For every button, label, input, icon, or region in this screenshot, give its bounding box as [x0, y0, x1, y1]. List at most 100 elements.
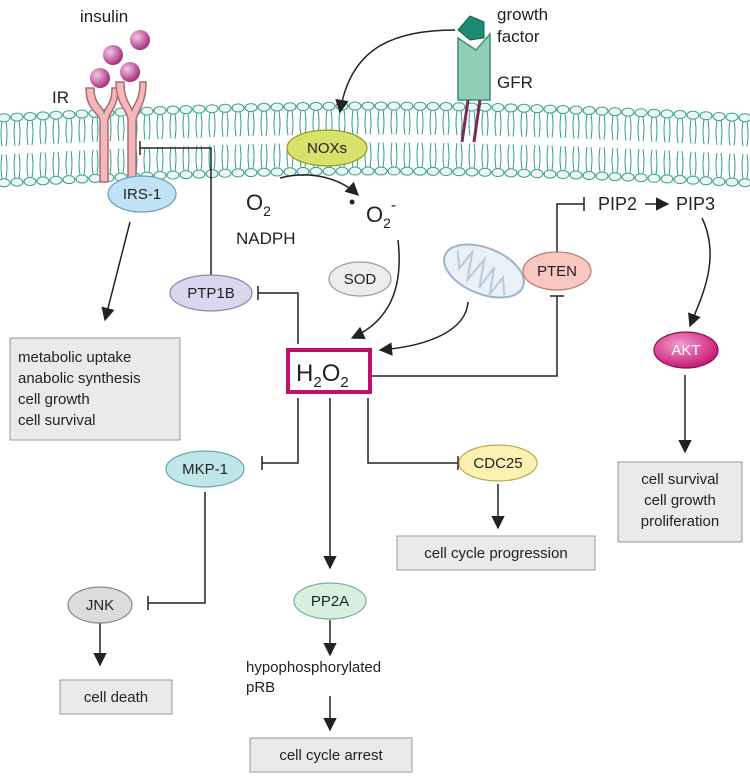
node-pten[interactable]: PTEN	[522, 251, 592, 291]
lipid-tail	[156, 146, 159, 172]
cdc25-label: CDC25	[473, 455, 522, 472]
lipid-head	[244, 103, 258, 113]
node-pp2a[interactable]: PP2A	[293, 582, 367, 620]
lipid-head	[166, 105, 180, 115]
lipid-tail	[668, 117, 671, 143]
lipid-tail	[668, 150, 671, 175]
lipid-tail	[481, 111, 484, 136]
lipid-head	[543, 104, 557, 114]
lipid-tail	[182, 113, 185, 139]
lipid-head	[192, 169, 206, 179]
lipid-tail	[226, 144, 229, 170]
lipid-head	[309, 101, 323, 111]
cell-membrane	[0, 101, 750, 188]
lipid-tail	[239, 111, 242, 137]
death-outcome-box: cell death	[59, 679, 173, 715]
lipid-tail	[676, 150, 679, 176]
growth-label: growth	[497, 5, 548, 24]
lipid-tail	[468, 110, 471, 136]
lipid-tail	[52, 119, 55, 144]
lipid-head	[660, 109, 674, 119]
lipid-tail	[525, 112, 528, 137]
lipid-head	[413, 166, 427, 176]
lipid-tail	[369, 142, 372, 168]
node-nox[interactable]: NOXs	[286, 129, 368, 167]
lipid-tail	[585, 114, 588, 140]
lipid-tail	[507, 111, 510, 137]
node-ptp1b[interactable]: PTP1B	[169, 274, 253, 312]
lipid-head	[88, 173, 102, 183]
lipid-tail	[44, 119, 47, 145]
lipid-head	[738, 178, 750, 188]
lipid-head	[725, 177, 739, 187]
lipid-tail	[473, 143, 476, 169]
lipid-tail	[707, 119, 710, 145]
lipid-tail	[78, 150, 81, 176]
lipid-head	[504, 168, 518, 178]
lipid-head	[36, 176, 50, 186]
lipid-head	[673, 110, 687, 120]
lipid-tail	[564, 145, 567, 171]
lipid-tail	[499, 111, 502, 137]
lipid-tail	[174, 146, 177, 172]
lipid-tail	[91, 149, 94, 175]
node-mkp1[interactable]: MKP-1	[165, 450, 245, 488]
lipid-tail	[169, 146, 172, 172]
lipid-tail	[720, 152, 723, 178]
lipid-head	[270, 102, 284, 112]
lipid-head	[478, 167, 492, 177]
lipid-tail	[616, 147, 619, 173]
lipid-tail	[663, 117, 666, 143]
lipid-tail	[122, 148, 125, 174]
lipid-tail	[616, 115, 619, 141]
lipid-tail	[624, 148, 627, 174]
lipid-tail	[681, 150, 684, 176]
lipid-tail	[234, 111, 237, 137]
lipid-head	[348, 101, 362, 111]
lipid-head	[634, 173, 648, 183]
lipid-tail	[52, 151, 55, 177]
growth-factor-receptor-icon	[457, 15, 491, 143]
lipid-tail	[650, 149, 653, 175]
lipid-head	[426, 166, 440, 176]
node-cdc25[interactable]: CDC25	[458, 444, 538, 482]
superoxide-label: O2-	[366, 197, 396, 231]
lipid-tail	[109, 149, 112, 174]
connectors	[93, 29, 711, 732]
lipid-tail	[0, 154, 3, 179]
lipid-tail	[629, 148, 632, 174]
lipid-head	[153, 106, 167, 116]
lipid-tail	[546, 145, 549, 171]
lipid-tail	[390, 142, 393, 168]
lipid-head	[491, 103, 505, 113]
node-irs1[interactable]: IRS-1	[107, 175, 177, 213]
lipid-tail	[455, 110, 458, 136]
lipid-head	[309, 166, 323, 176]
arrow-o2-to-superoxide	[279, 174, 359, 196]
lipid-head	[75, 109, 89, 119]
lipid-tail	[603, 114, 606, 140]
lipid-head	[608, 172, 622, 182]
lipid-head	[10, 112, 24, 122]
akt-label: AKT	[671, 342, 700, 359]
lipid-tail	[494, 111, 497, 137]
lipid-head	[504, 103, 518, 113]
arrest-outcome-box: cell cycle arrest	[249, 737, 413, 773]
arrow-mitochondrion-to-h2o2	[378, 301, 469, 356]
node-akt[interactable]: AKT	[653, 331, 719, 369]
lipid-tail	[525, 144, 528, 170]
lipid-tail	[598, 114, 601, 140]
lipid-tail	[499, 143, 502, 169]
lipid-head	[75, 174, 89, 184]
lipid-tail	[200, 113, 203, 138]
lipid-tail	[117, 148, 120, 174]
h2o2-node[interactable]: H2O2	[286, 348, 372, 394]
lipid-tail	[286, 110, 289, 136]
node-sod[interactable]: SOD	[328, 261, 392, 297]
lipid-head	[10, 177, 24, 187]
lipid-tail	[195, 145, 198, 171]
node-jnk[interactable]: JNK	[67, 586, 133, 624]
lipid-tail	[429, 110, 432, 135]
lipid-tail	[486, 143, 489, 169]
lipid-head	[400, 166, 414, 176]
